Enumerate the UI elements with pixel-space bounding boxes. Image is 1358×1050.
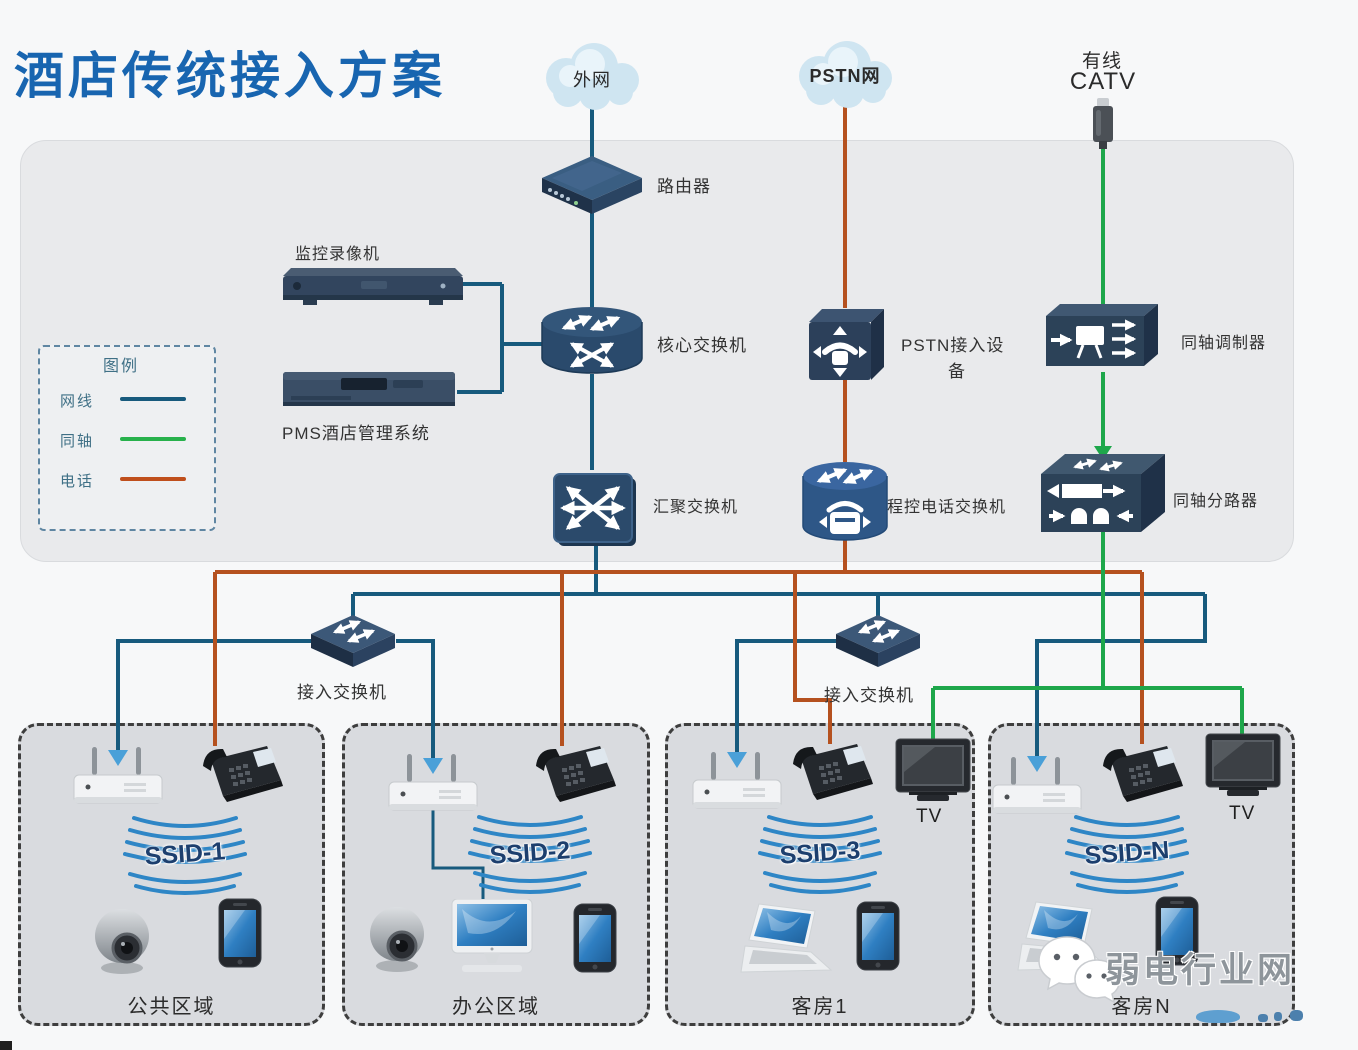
desk-phone-icon xyxy=(536,746,616,802)
zone-2-name: 办公区域 xyxy=(452,996,540,1018)
dome-camera-icon xyxy=(370,907,424,972)
legend-label-phone: 电话 xyxy=(60,473,95,490)
access-switch-2-icon xyxy=(836,615,920,667)
access-point-icon xyxy=(388,754,478,811)
coax-down-arrow xyxy=(1094,446,1112,460)
tv-label: TV xyxy=(1229,803,1256,824)
zone-3-name: 客房1 xyxy=(791,996,849,1018)
catv-label-line2: CATV xyxy=(1069,68,1137,95)
logo-fragment xyxy=(1274,1012,1282,1021)
legend-line-network xyxy=(120,397,186,401)
watermark-text: 弱电行业网 xyxy=(1105,951,1296,990)
page-title: 酒店传统接入方案 xyxy=(14,48,446,104)
legend-line-phone xyxy=(120,477,186,481)
internet-cloud-label: 外网 xyxy=(573,70,611,90)
legend-title: 图例 xyxy=(103,358,140,375)
smartphone-icon xyxy=(573,903,617,973)
coax-splitter-icon xyxy=(1041,454,1165,532)
laptop-icon xyxy=(740,903,833,973)
ssid-3-mark: SSID-3 xyxy=(755,809,885,903)
tv-icon xyxy=(1205,733,1281,796)
dome-camera-icon xyxy=(95,909,149,974)
router-icon xyxy=(542,156,642,214)
pstn-cloud-label: PSTN网 xyxy=(809,66,881,86)
aggregation-switch-label: 汇聚交换机 xyxy=(653,499,739,516)
tv-label: TV xyxy=(916,806,943,827)
pbx-icon xyxy=(802,462,888,541)
pstn-access-icon xyxy=(809,309,884,380)
tv-icon xyxy=(895,738,971,801)
catv-plug-icon xyxy=(1093,98,1113,149)
logo-fragment xyxy=(1258,1014,1268,1022)
zone-1-name: 公共区域 xyxy=(127,996,216,1018)
ssid-1-mark: SSID-1 xyxy=(120,810,250,904)
desk-phone-icon xyxy=(793,744,873,800)
core-switch-icon xyxy=(541,307,643,374)
smartphone-icon xyxy=(856,901,900,971)
desk-phone-icon xyxy=(1103,746,1183,802)
smartphone-icon xyxy=(1155,896,1199,966)
internet-cloud-icon xyxy=(546,43,639,110)
ssid-n-mark: SSID-N xyxy=(1062,809,1192,903)
access-switch-1-label: 接入交换机 xyxy=(297,683,387,702)
pstn-cloud-icon xyxy=(799,41,892,108)
aggregation-switch-icon xyxy=(553,473,636,546)
pms-label: PMS酒店管理系统 xyxy=(282,424,430,443)
logo-fragment xyxy=(1196,1010,1240,1023)
core-switch-label: 核心交换机 xyxy=(657,336,747,355)
desk-phone-icon xyxy=(203,746,283,802)
legend-label-coax: 同轴 xyxy=(60,433,95,450)
coax-modulator-icon xyxy=(1046,304,1158,366)
corner-mark xyxy=(0,1041,12,1050)
access-point-icon xyxy=(992,757,1082,814)
ssid-2-mark: SSID-2 xyxy=(465,809,595,903)
access-switch-2-label: 接入交换机 xyxy=(824,686,914,705)
wechat-icon xyxy=(1038,936,1120,1004)
legend-label-network: 网线 xyxy=(60,393,95,410)
logo-fragment xyxy=(1290,1010,1303,1021)
catv-label-line1: 有线 xyxy=(1081,51,1122,72)
ap-feed-arrows xyxy=(108,750,1047,774)
dvr-label: 监控录像机 xyxy=(295,246,381,263)
pstn-access-label-line2: 备 xyxy=(948,362,966,381)
coax-splitter-label: 同轴分路器 xyxy=(1173,493,1259,510)
access-point-icon xyxy=(73,747,163,804)
access-switch-1-icon xyxy=(311,615,395,667)
dvr-icon xyxy=(283,268,463,305)
desktop-computer-icon xyxy=(451,899,533,972)
zone-4-name: 客房N xyxy=(1111,996,1172,1018)
router-label: 路由器 xyxy=(657,177,711,196)
pstn-access-label-line1: PSTN接入设 xyxy=(901,336,1005,355)
pbx-label: 程控电话交换机 xyxy=(887,499,1007,516)
smartphone-icon xyxy=(218,898,262,968)
coax-modulator-label: 同轴调制器 xyxy=(1181,335,1267,352)
pms-server-icon xyxy=(283,372,455,406)
legend-line-coax xyxy=(120,437,186,441)
access-point-icon xyxy=(692,752,782,809)
